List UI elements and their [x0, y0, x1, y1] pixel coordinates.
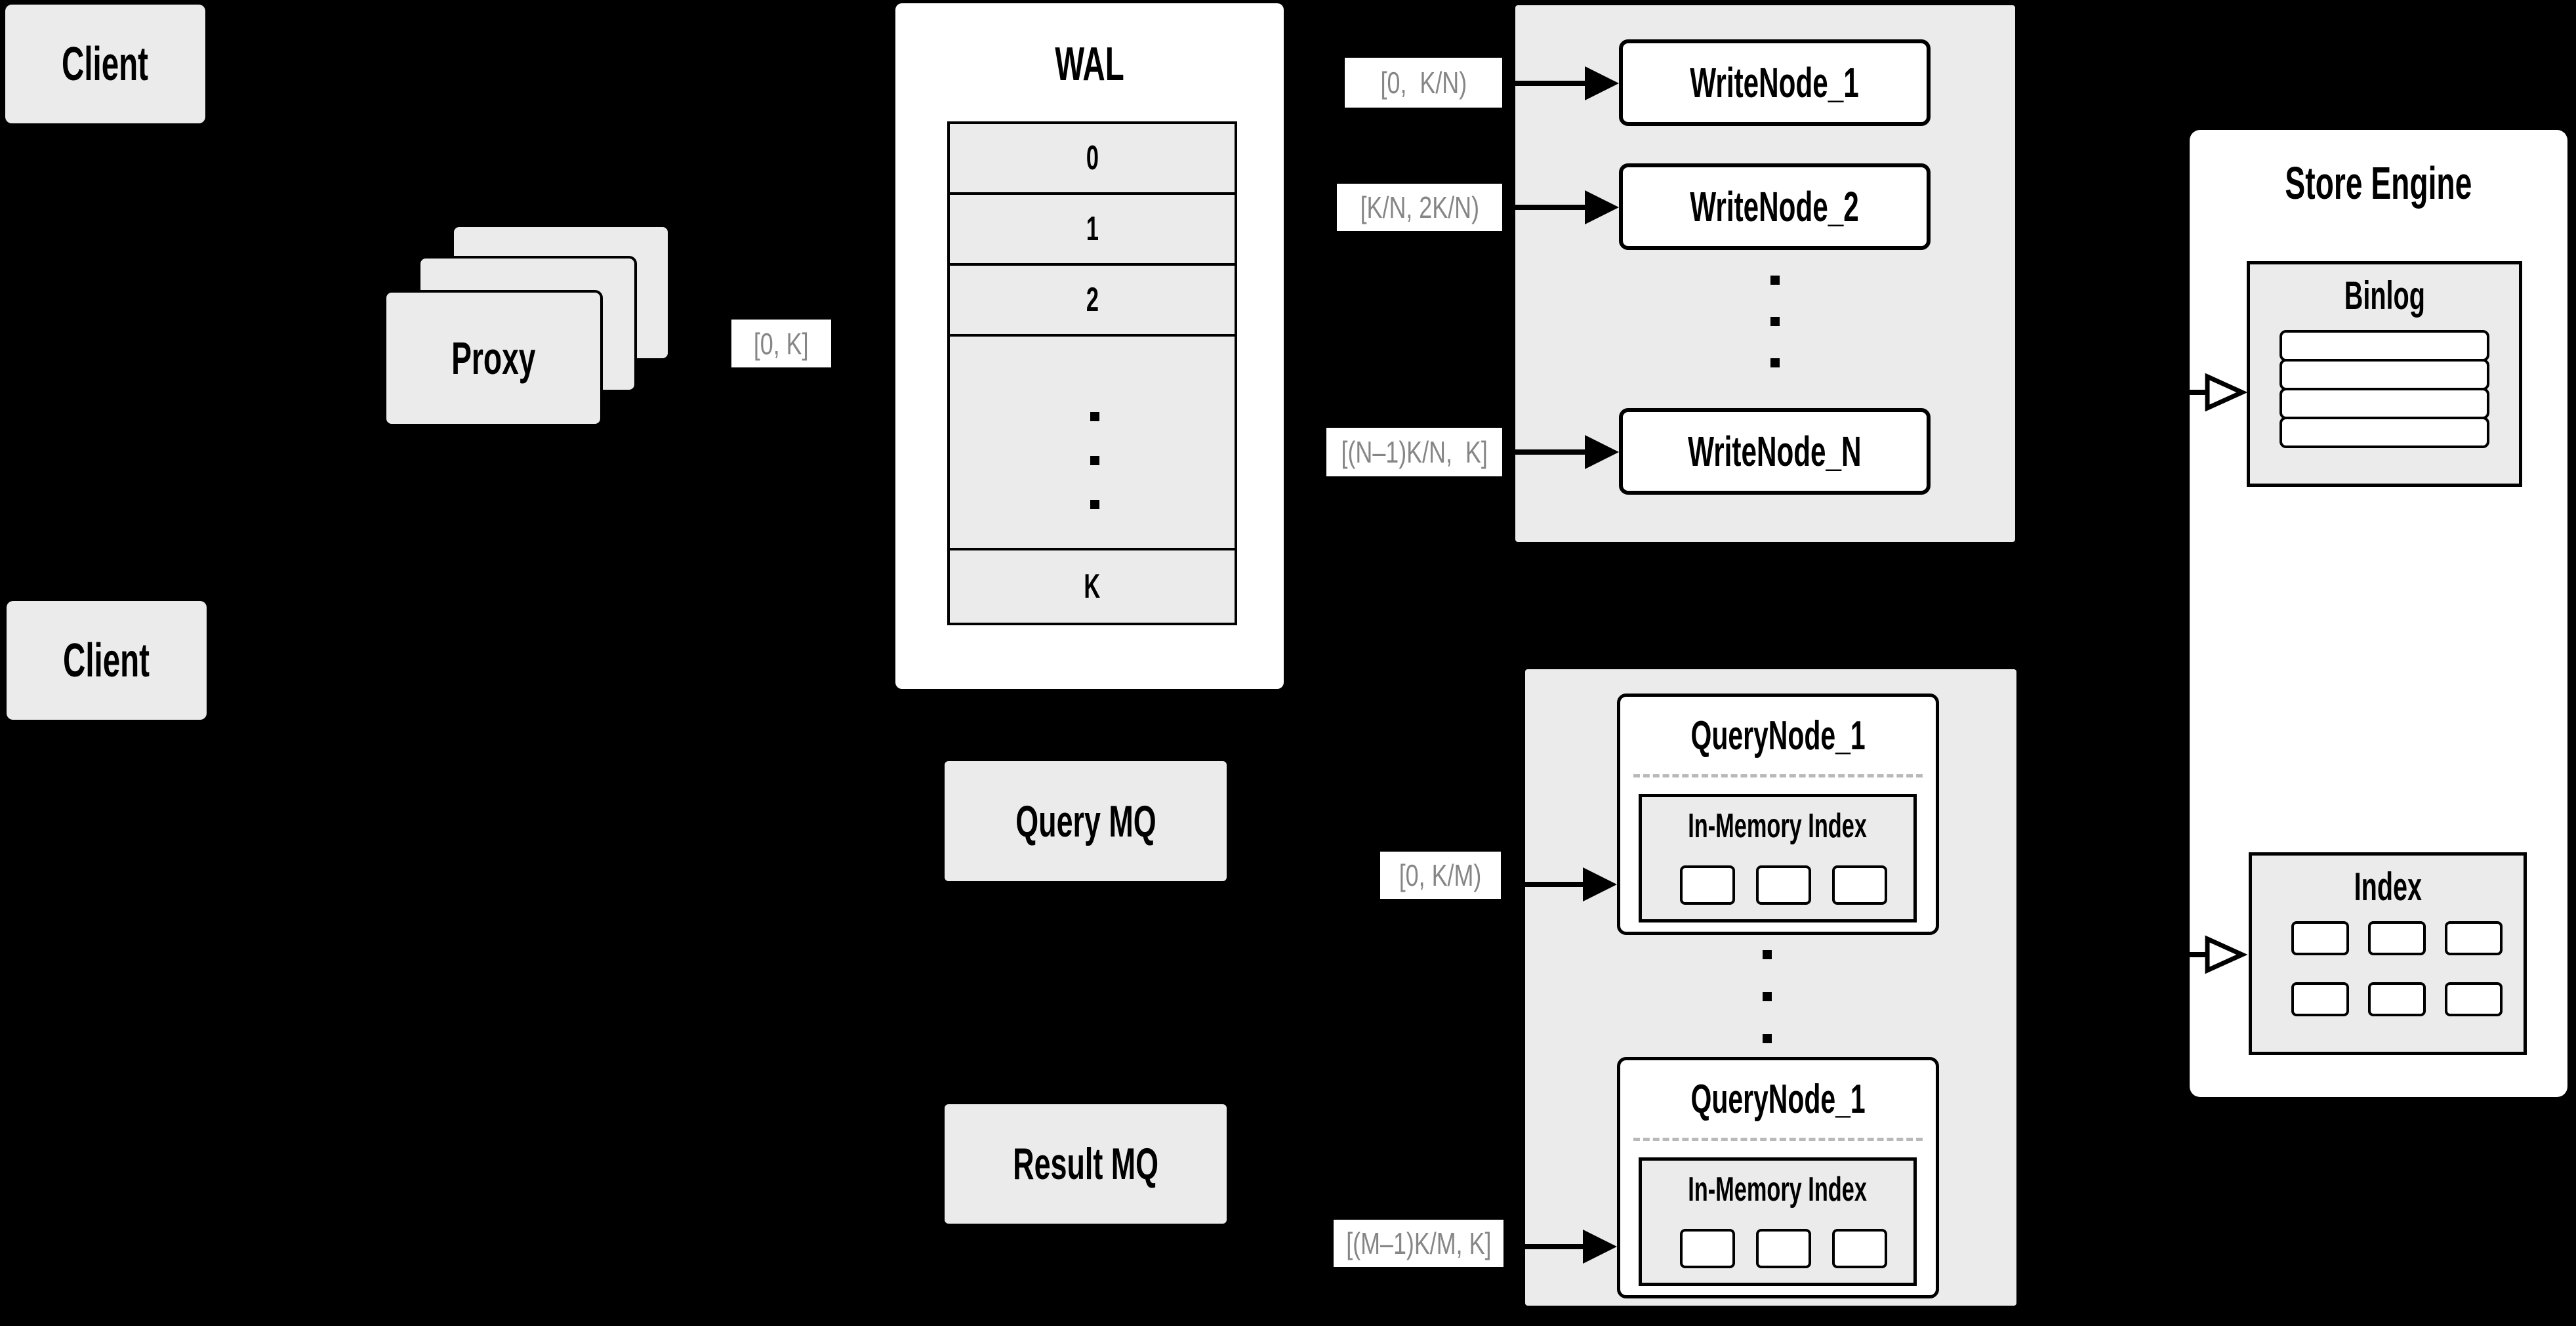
query-node-group: QueryNode_1 In-Memory Index QueryNode_1 …	[1525, 669, 2016, 1306]
index-box: Index	[2249, 852, 2527, 1055]
binlog-title: Binlog	[2344, 274, 2425, 318]
client-top-label: Client	[62, 37, 149, 91]
in-memory-index-1: In-Memory Index	[1639, 794, 1917, 922]
separator-dashed-line	[1633, 1138, 1923, 1141]
write-node-2: WriteNode_2	[1619, 163, 1931, 250]
query-node-2-label: QueryNode_1	[1690, 1077, 1866, 1122]
segment-block	[1756, 1229, 1811, 1268]
range-chip-wn1: [0, K/N)	[1345, 58, 1502, 108]
wal-box: WAL 0 1 2 K	[895, 3, 1284, 689]
write-node-n-label: WriteNode_N	[1688, 428, 1862, 475]
in-memory-index-1-label: In-Memory Index	[1688, 807, 1868, 845]
store-engine-box: Store Engine Binlog Index	[2190, 130, 2567, 1097]
query-mq-label: Query MQ	[1015, 796, 1156, 846]
binlog-segment	[2280, 330, 2489, 362]
range-chip-client-wal-text: [0, K]	[754, 326, 809, 361]
wal-row-0-label: 0	[1086, 139, 1099, 177]
client-bottom-label: Client	[63, 634, 150, 687]
in-memory-index-2: In-Memory Index	[1639, 1157, 1917, 1286]
client-top-box: Client	[5, 5, 205, 123]
range-chip-qn2-text: [(M–1)K/M, K]	[1345, 1226, 1492, 1260]
query-node-2: QueryNode_1 In-Memory Index	[1617, 1057, 1939, 1298]
in-memory-index-2-label: In-Memory Index	[1688, 1171, 1868, 1209]
index-block	[2291, 982, 2349, 1016]
wal-row-2-label: 2	[1086, 281, 1099, 319]
query-mq-box: Query MQ	[945, 761, 1227, 881]
ellipsis-dot	[1090, 412, 1099, 421]
write-node-1: WriteNode_1	[1619, 39, 1931, 126]
wal-row-k: K	[947, 548, 1237, 625]
wal-row-k-label: K	[1084, 568, 1101, 606]
wal-row-ellipsis	[947, 334, 1237, 550]
segment-block	[1756, 865, 1811, 905]
wal-title: WAL	[1055, 38, 1124, 91]
index-title: Index	[2354, 864, 2422, 909]
client-bottom-box: Client	[7, 601, 207, 720]
binlog-segment	[2280, 359, 2489, 390]
proxy-label: Proxy	[451, 333, 536, 384]
index-block	[2368, 982, 2426, 1016]
query-node-1: QueryNode_1 In-Memory Index	[1617, 694, 1939, 935]
index-block	[2291, 921, 2349, 955]
ellipsis-dot	[1090, 456, 1099, 465]
binlog-segment	[2280, 388, 2489, 419]
query-node-1-label: QueryNode_1	[1690, 713, 1866, 758]
range-chip-wnN-text: [(N–1)K/N, K]	[1341, 435, 1488, 469]
write-node-group: WriteNode_1 WriteNode_2 WriteNode_N	[1515, 5, 2015, 542]
segment-block	[1832, 1229, 1887, 1268]
proxy-card-front: Proxy	[384, 290, 603, 426]
segment-block	[1832, 865, 1887, 905]
index-block	[2445, 982, 2503, 1016]
wal-row-1: 1	[947, 192, 1237, 266]
range-chip-wn2-text: [K/N, 2K/N)	[1360, 190, 1479, 224]
segment-block	[1680, 1229, 1735, 1268]
separator-dashed-line	[1633, 774, 1923, 777]
range-chip-qn2: [(M–1)K/M, K]	[1334, 1220, 1503, 1267]
binlog-box: Binlog	[2247, 261, 2522, 487]
ellipsis-dot	[1770, 317, 1780, 326]
segment-block	[1680, 865, 1735, 905]
binlog-segment	[2280, 417, 2489, 448]
index-block	[2445, 921, 2503, 955]
write-node-n: WriteNode_N	[1619, 408, 1931, 495]
store-engine-title: Store Engine	[2285, 157, 2472, 209]
wal-row-0: 0	[947, 121, 1237, 195]
wal-row-2: 2	[947, 263, 1237, 337]
ellipsis-dot	[1770, 358, 1780, 367]
range-chip-wnN: [(N–1)K/N, K]	[1326, 428, 1502, 476]
range-chip-wn1-text: [0, K/N)	[1380, 66, 1467, 100]
range-chip-wn2: [K/N, 2K/N)	[1337, 184, 1502, 231]
result-mq-label: Result MQ	[1013, 1139, 1158, 1189]
ellipsis-dot	[1763, 992, 1772, 1001]
result-mq-box: Result MQ	[945, 1104, 1227, 1224]
ellipsis-dot	[1770, 276, 1780, 285]
ellipsis-dot	[1763, 1034, 1772, 1043]
ellipsis-dot	[1763, 950, 1772, 959]
write-node-2-label: WriteNode_2	[1690, 183, 1860, 230]
ellipsis-dot	[1090, 500, 1099, 509]
range-chip-qn1-text: [0, K/M)	[1399, 858, 1482, 892]
range-chip-client-wal: [0, K]	[731, 320, 831, 367]
wal-row-1-label: 1	[1086, 210, 1099, 248]
write-node-1-label: WriteNode_1	[1690, 59, 1860, 106]
index-block	[2368, 921, 2426, 955]
range-chip-qn1: [0, K/M)	[1380, 852, 1501, 899]
